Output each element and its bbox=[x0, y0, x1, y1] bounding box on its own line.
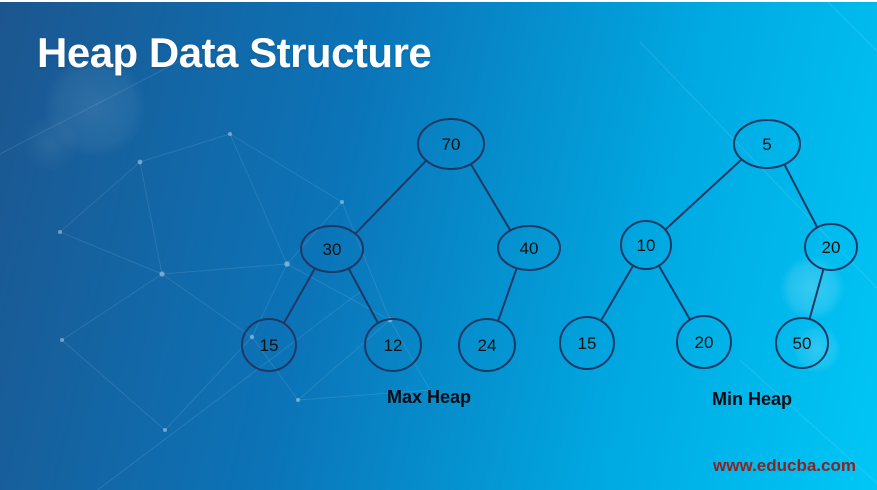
tree-node-value: 20 bbox=[822, 238, 841, 257]
tree-node-value: 50 bbox=[793, 334, 812, 353]
tree-node bbox=[804, 223, 858, 271]
tree-edge bbox=[664, 158, 743, 231]
tree-edge bbox=[347, 267, 379, 324]
tree-node-value: 12 bbox=[384, 336, 403, 355]
light-streaks bbox=[639, 2, 877, 485]
tree-node-value: 24 bbox=[478, 336, 497, 355]
tree-node bbox=[458, 318, 516, 372]
tree-node-value: 20 bbox=[695, 333, 714, 352]
tree-node bbox=[733, 119, 801, 169]
tree-node-value: 40 bbox=[520, 239, 539, 258]
tree-min-heap: 5 10 20 15 20 50 bbox=[559, 119, 858, 370]
tree-node-value: 5 bbox=[762, 135, 771, 154]
tree-node bbox=[364, 318, 422, 372]
tree-edge bbox=[808, 268, 825, 320]
tree-node bbox=[775, 317, 829, 369]
tree-node bbox=[241, 318, 297, 372]
tree-node bbox=[620, 220, 672, 270]
tree-node-value: 15 bbox=[578, 334, 597, 353]
tree-node-value: 70 bbox=[442, 135, 461, 154]
max-heap-label: Max Heap bbox=[386, 387, 472, 407]
network-dots bbox=[58, 132, 393, 432]
site-watermark: www.educba.com bbox=[713, 456, 856, 475]
network-lines bbox=[0, 59, 431, 490]
tree-edge bbox=[657, 265, 691, 321]
tree-max-heap: 70 30 40 15 12 24 bbox=[241, 118, 561, 372]
page-title: Heap Data Structure bbox=[37, 29, 432, 76]
tree-node-value: 30 bbox=[323, 240, 342, 259]
tree-edge bbox=[282, 267, 316, 324]
tree-edge bbox=[600, 265, 634, 322]
tree-node bbox=[676, 315, 732, 369]
tree-node-value: 10 bbox=[637, 236, 656, 255]
tree-node-value: 15 bbox=[260, 336, 279, 355]
tree-edge bbox=[469, 163, 512, 231]
tree-node bbox=[417, 118, 485, 170]
tree-node bbox=[300, 225, 364, 273]
tree-node bbox=[559, 316, 615, 370]
min-heap-label: Min Heap bbox=[711, 389, 793, 409]
tree-node bbox=[497, 225, 561, 271]
tree-edge bbox=[497, 267, 518, 322]
tree-edge bbox=[783, 163, 819, 228]
tree-edge bbox=[354, 159, 428, 235]
